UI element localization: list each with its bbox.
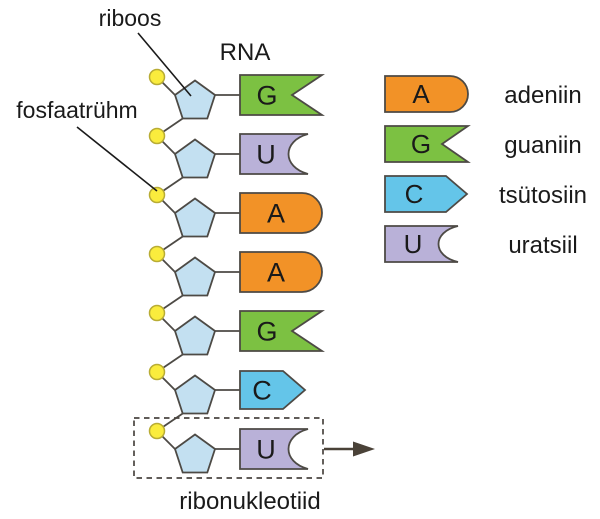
base-letter: G [256, 81, 277, 111]
base-letter: C [252, 376, 272, 406]
base-letter: U [256, 140, 276, 170]
ribose-pentagon [173, 374, 217, 415]
phosphate-circle [148, 186, 166, 204]
ribose-pentagon [173, 138, 217, 179]
ribose-pentagon [173, 197, 217, 238]
adenine-base-shape [239, 251, 323, 293]
legend-base-letter: A [412, 79, 430, 109]
ribonucleotide-label: ribonukleotiid [179, 488, 320, 515]
phosphate-circle [148, 304, 166, 322]
phosphate-circle [148, 127, 166, 145]
legend-base-name: adeniin [504, 82, 581, 109]
guanine-base-shape [239, 74, 325, 116]
phosphate-leader-line [76, 126, 158, 192]
arrow-head [353, 441, 375, 457]
guanine-legend-shape [384, 125, 471, 163]
adenine-base-shape [239, 192, 323, 234]
uracil-base-shape [239, 428, 309, 470]
rna-title: RNA [220, 39, 271, 66]
cytosine-base-shape [239, 370, 307, 410]
base-letter: A [267, 199, 285, 229]
cytosine-legend-shape [384, 175, 469, 213]
phosphate-circle [148, 245, 166, 263]
legend-base-letter: G [411, 129, 431, 159]
ribose-label: riboos [99, 5, 162, 31]
ribose-pentagon [173, 256, 217, 297]
ribose-pentagon [173, 79, 217, 120]
phosphate-label: fosfaatrühm [16, 97, 137, 123]
legend-base-name: tsütosiin [499, 182, 587, 209]
guanine-base-shape [239, 310, 325, 352]
ribose-leader-line [137, 32, 192, 97]
ribonucleotide-outline-box [133, 417, 324, 479]
uracil-base-shape [239, 133, 309, 175]
phosphate-circle [148, 68, 166, 86]
ribose-pentagon [173, 315, 217, 356]
legend-base-letter: C [405, 179, 424, 209]
ribose-pentagon [173, 433, 217, 474]
legend-base-letter: U [404, 229, 423, 259]
continuation-arrow-icon [324, 441, 375, 457]
base-letter: U [256, 435, 276, 465]
phosphate-circle [148, 363, 166, 381]
ribose-sugars [173, 79, 217, 474]
base-letter: A [267, 258, 285, 288]
base-letter: G [256, 317, 277, 347]
uracil-legend-shape [384, 225, 459, 263]
legend-base-name: guaniin [504, 132, 581, 159]
adenine-legend-shape [384, 75, 469, 113]
legend-base-name: uratsiil [508, 232, 577, 259]
phosphate-circle [148, 422, 166, 440]
phosphate-groups [148, 68, 166, 440]
